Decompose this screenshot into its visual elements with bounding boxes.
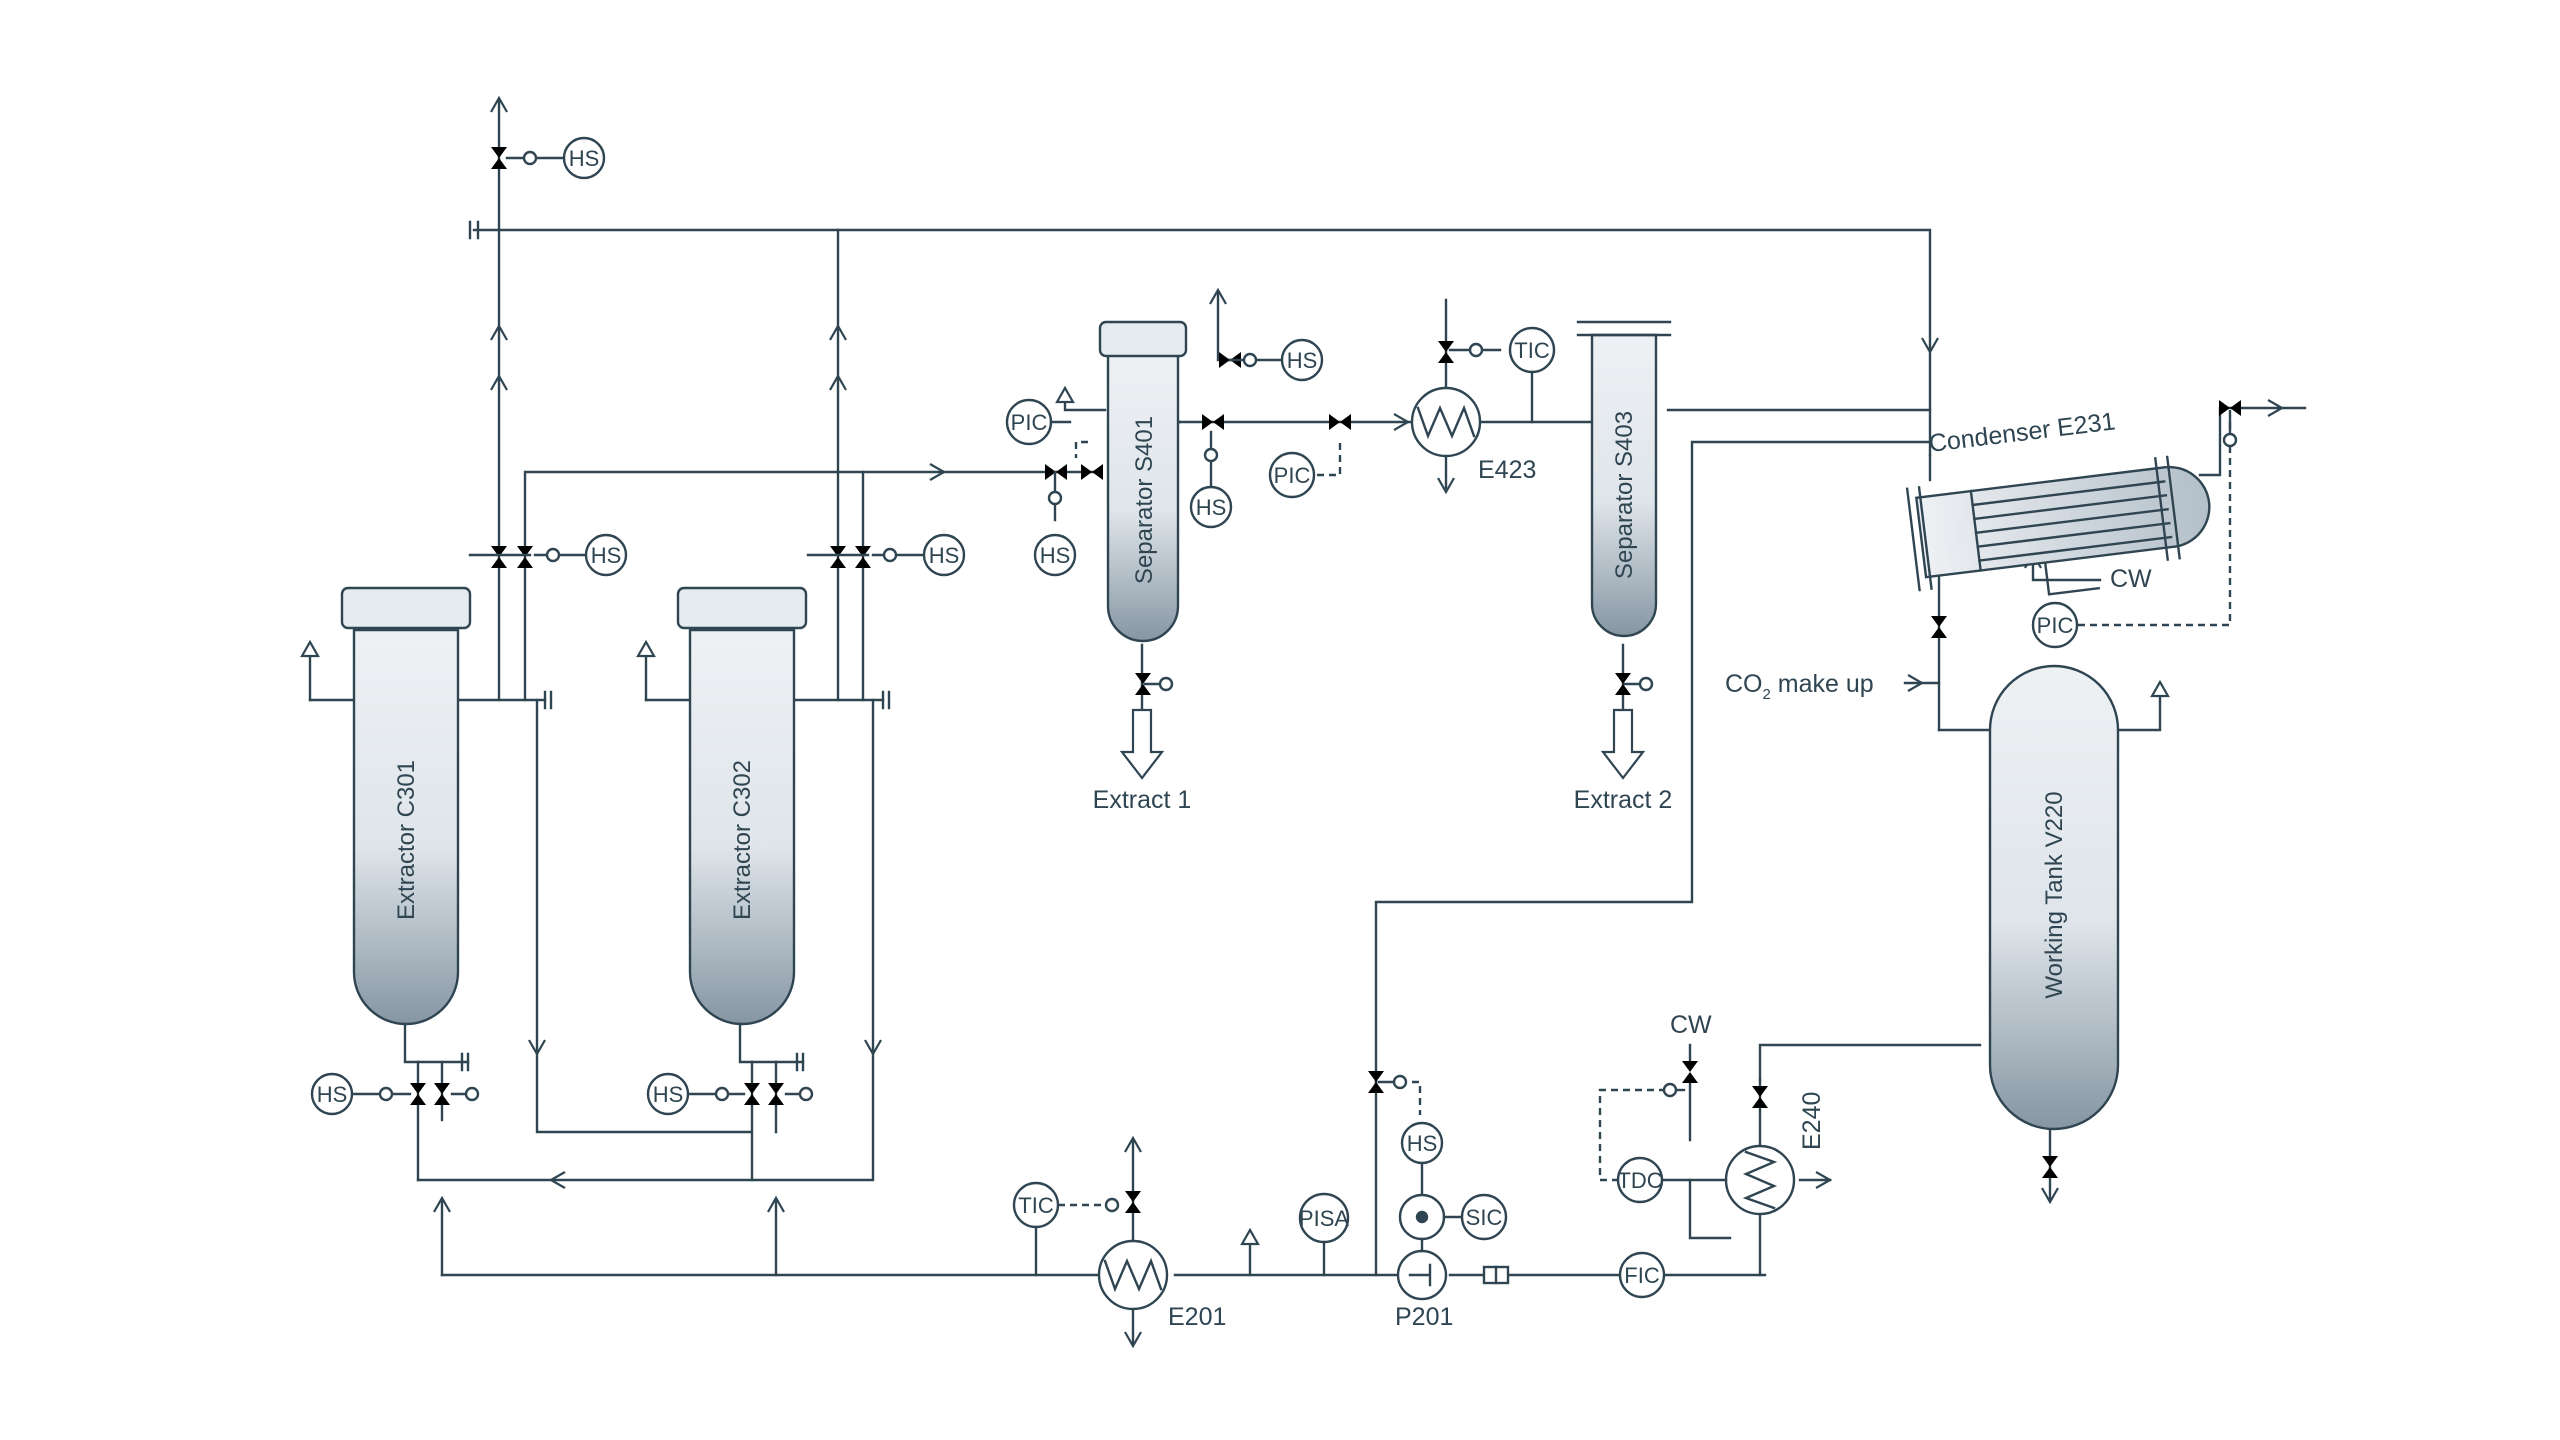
svg-text:HS: HS (1196, 495, 1227, 520)
svg-text:HS: HS (1287, 348, 1318, 373)
svg-text:SIC: SIC (1466, 1205, 1503, 1230)
co2-makeup-label: CO2 make up (1725, 670, 1874, 703)
extract-1-handle (1143, 676, 1174, 692)
hs-instrument-pump: HS (1400, 1121, 1444, 1197)
hs-instrument-c302-bottom: HS (646, 1072, 814, 1116)
svg-text:TDC: TDC (1617, 1168, 1662, 1193)
extractor-c301-label: Extractor C301 (393, 760, 420, 920)
tdc-instrument: TDC (1616, 1156, 1728, 1204)
svg-text:HS: HS (929, 543, 960, 568)
svg-text:PIC: PIC (2037, 613, 2074, 638)
svg-text:HS: HS (1407, 1131, 1438, 1156)
working-tank-v220[interactable]: Working Tank V220 (1988, 664, 2120, 1131)
pisa-instrument: PISA (1298, 1192, 1349, 1277)
extractor-c301[interactable]: Extractor C301 (340, 586, 472, 1026)
exchanger-e423-label: E423 (1478, 456, 1536, 484)
exchanger-e423[interactable]: E423 (1410, 386, 1536, 484)
cw-e240-label: CW (1670, 1011, 1712, 1039)
cw-e240-handle (1662, 1082, 1686, 1098)
extract-1-label: Extract 1 (1093, 786, 1192, 814)
svg-text:TIC: TIC (1018, 1193, 1054, 1218)
hs-instrument-c301-top: HS (533, 533, 628, 577)
pic-instrument-tank: PIC (2031, 601, 2079, 649)
hs-instrument-s401-left: HS (1033, 470, 1077, 577)
pic-instrument-outlet: PIC (1268, 451, 1316, 499)
hs-instrument-s401-top: HS (1228, 338, 1324, 382)
hs-instrument-top: HS (505, 136, 606, 180)
extract-2-label: Extract 2 (1574, 786, 1673, 814)
extract-outlets: Extract 1 Extract 2 (1093, 708, 1673, 814)
separator-s403-label: Separator S403 (1611, 411, 1638, 579)
tic-instrument-e201: TIC (1012, 1181, 1120, 1277)
fic-instrument: FIC (1618, 1251, 1666, 1299)
exchanger-e240[interactable]: E240 (1724, 1092, 1826, 1216)
exchanger-e201[interactable]: E201 (1097, 1239, 1226, 1331)
pump-p201-label: P201 (1395, 1303, 1453, 1331)
separator-s403[interactable]: Separator S403 (1576, 320, 1672, 638)
working-tank-v220-label: Working Tank V220 (2041, 791, 2068, 998)
condenser-e231[interactable] (1905, 453, 2218, 610)
cw-condenser-label: CW (2110, 565, 2152, 593)
hs-instrument-s401-outlet: HS (1189, 430, 1233, 529)
svg-text:HS: HS (591, 543, 622, 568)
svg-text:TIC: TIC (1514, 338, 1550, 363)
hs-instrument-c302-top: HS (871, 533, 966, 577)
sic-instrument: SIC (1460, 1193, 1508, 1241)
pump-motor (1398, 1193, 1464, 1253)
svg-text:PISA: PISA (1299, 1206, 1349, 1231)
svg-text:HS: HS (653, 1082, 684, 1107)
hs-instrument-c301-bottom: HS (310, 1072, 480, 1116)
extract-2-handle (1623, 676, 1654, 692)
svg-text:HS: HS (569, 146, 600, 171)
pic-instrument-s401: PIC (1005, 398, 1072, 446)
pump-p201[interactable]: P201 (1395, 1249, 1510, 1331)
svg-text:FIC: FIC (1624, 1263, 1660, 1288)
svg-text:PIC: PIC (1011, 410, 1048, 435)
separator-s401-label: Separator S401 (1131, 416, 1158, 584)
valves[interactable] (410, 147, 2241, 1213)
pump-valve-handle (1377, 1074, 1408, 1090)
exchanger-e201-label: E201 (1168, 1303, 1226, 1331)
svg-text:PIC: PIC (1274, 463, 1311, 488)
tic-instrument-e423: TIC (1448, 326, 1556, 424)
extractor-c302-label: Extractor C302 (729, 760, 756, 920)
exchanger-e240-label: E240 (1798, 1092, 1826, 1150)
svg-text:HS: HS (317, 1082, 348, 1107)
extractor-c302[interactable]: Extractor C302 (676, 586, 808, 1026)
svg-text:HS: HS (1040, 543, 1071, 568)
separator-s401[interactable]: Separator S401 (1098, 320, 1188, 643)
instruments[interactable]: HS HS HS HS HS PIC HS HS HS PIC TIC PIC … (310, 136, 2238, 1299)
condenser-valve-handle (2222, 416, 2238, 448)
condenser-e231-label: Condenser E231 (1927, 407, 2117, 458)
